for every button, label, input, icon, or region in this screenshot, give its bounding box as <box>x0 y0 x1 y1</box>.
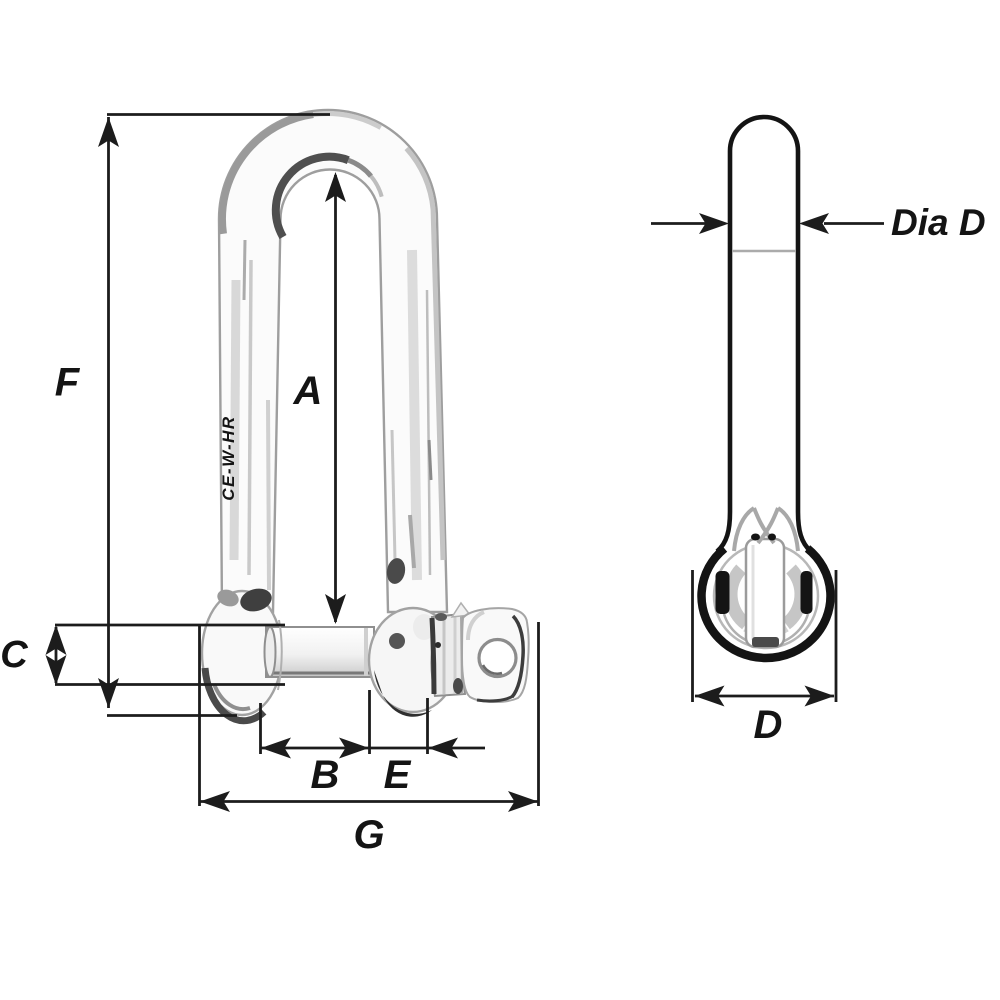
svg-text:B: B <box>311 753 340 797</box>
svg-text:A: A <box>293 369 323 413</box>
svg-text:F: F <box>55 361 81 405</box>
svg-text:E: E <box>384 753 412 797</box>
svg-text:C: C <box>0 634 28 676</box>
svg-text:D: D <box>754 703 783 747</box>
svg-text:G: G <box>353 813 384 857</box>
svg-text:Dia D: Dia D <box>891 202 986 243</box>
svg-text:CE-W-HR: CE-W-HR <box>219 415 238 500</box>
